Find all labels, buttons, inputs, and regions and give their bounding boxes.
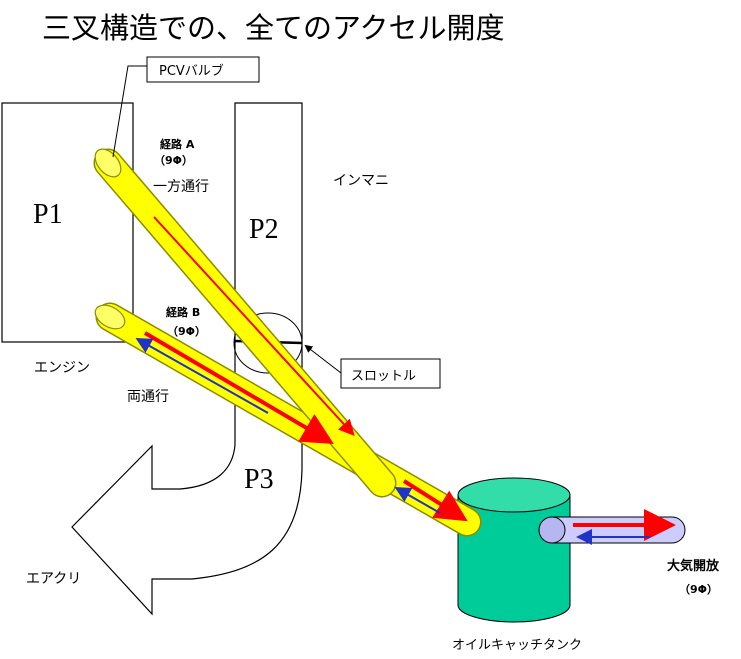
pipe-b-end <box>94 304 126 330</box>
pipe-a <box>95 150 395 496</box>
throttle-callout <box>340 358 441 389</box>
p1-label: P1 <box>33 199 63 230</box>
two-way-label: 両通行 <box>127 389 169 405</box>
route-b-label: 経路 B <box>166 305 200 319</box>
route-b-size: （9Φ） <box>167 325 206 338</box>
pipe-a-end <box>94 148 122 178</box>
throttle-text: スロットル <box>351 369 416 384</box>
route-a-flow-arrow <box>153 216 355 436</box>
vent-pipe <box>538 516 686 544</box>
pcv-valve-text: PCVバルブ <box>159 63 224 79</box>
atmosphere-size: （9Φ） <box>679 583 718 596</box>
tank-return-arrow <box>394 487 441 514</box>
intake-duct <box>71 102 303 616</box>
route-a-size: （9Φ） <box>154 154 193 167</box>
route-b-return-arrow <box>135 338 269 414</box>
engine-box <box>1 102 134 343</box>
catch-tank <box>457 477 571 623</box>
catch-tank-label: オイルキャッチタンク <box>452 638 582 653</box>
diagram-title: 三叉構造での、全てのアクセル開度 <box>42 11 505 45</box>
air-cleaner-label: エアクリ <box>26 571 81 587</box>
intake-manifold-label: インマニ <box>333 173 389 189</box>
p3-label: P3 <box>244 464 274 495</box>
atmosphere-label: 大気開放 <box>667 558 720 574</box>
route-b-flow-arrow <box>143 331 334 445</box>
engine-label: エンジン <box>34 360 90 376</box>
one-way-label: 一方通行 <box>153 179 209 195</box>
throttle-leader <box>304 344 342 374</box>
pcv-valve-leader <box>112 65 147 158</box>
tank-inflow-arrow <box>402 479 468 522</box>
pcv-valve-callout <box>146 56 260 83</box>
route-a-label: 経路 A <box>160 137 195 151</box>
p2-label: P2 <box>249 214 279 245</box>
